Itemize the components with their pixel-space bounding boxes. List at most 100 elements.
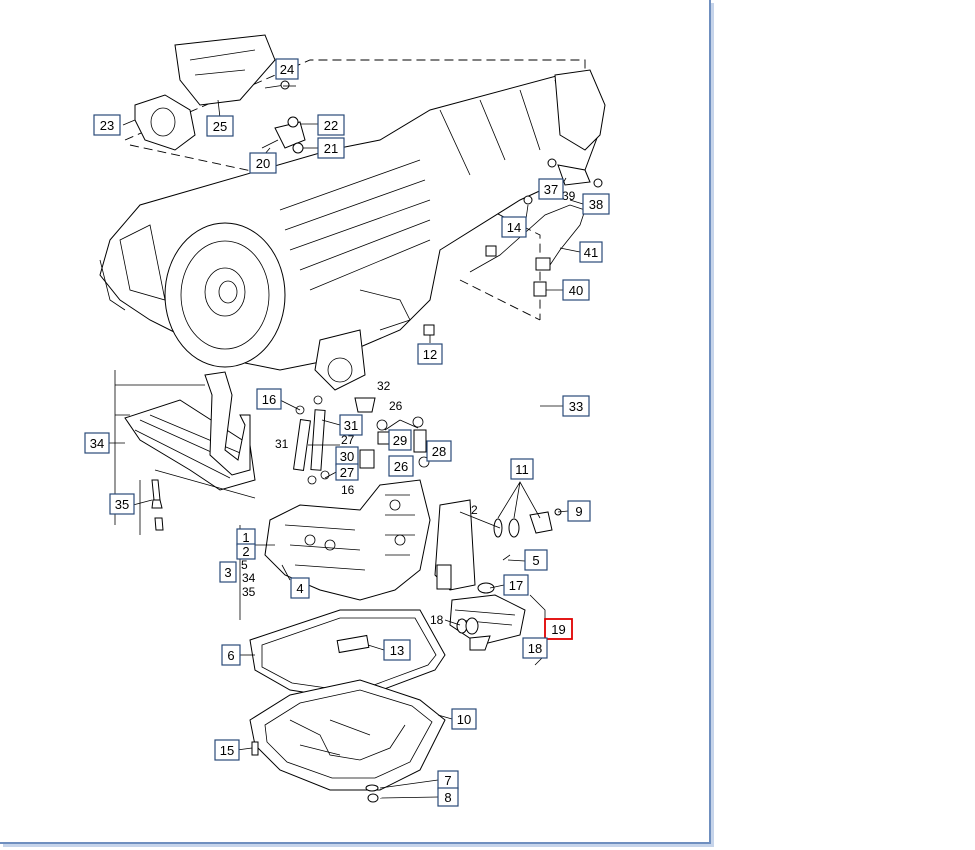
callout-26[interactable]: 26	[388, 455, 414, 477]
blank-margin	[716, 0, 975, 850]
callout-12[interactable]: 12	[417, 343, 443, 365]
svg-text:19: 19	[551, 622, 565, 637]
valve-body	[239, 479, 476, 620]
callout-21[interactable]: 21	[317, 137, 345, 159]
label-31: 31	[275, 437, 289, 451]
svg-text:9: 9	[575, 504, 582, 519]
breather-fittings	[261, 116, 306, 154]
svg-text:30: 30	[340, 449, 354, 464]
svg-text:40: 40	[569, 283, 583, 298]
transmission-housing	[99, 59, 606, 391]
callout-35[interactable]: 35	[109, 493, 135, 515]
oil-pan-gasket	[249, 609, 446, 701]
callout-31[interactable]: 31	[339, 414, 363, 436]
svg-text:10: 10	[457, 712, 471, 727]
label-26: 26	[389, 399, 403, 413]
callout-17[interactable]: 17	[503, 574, 529, 596]
svg-text:7: 7	[444, 773, 451, 788]
svg-text:14: 14	[507, 220, 521, 235]
svg-text:2: 2	[242, 544, 249, 559]
callout-11[interactable]: 11	[510, 458, 534, 480]
bolts-35	[139, 479, 164, 535]
svg-text:8: 8	[444, 790, 451, 805]
callout-3[interactable]: 3	[219, 561, 237, 583]
callout-18[interactable]: 18	[522, 637, 548, 659]
svg-text:33: 33	[569, 399, 583, 414]
speed-sensor-harness	[423, 158, 603, 336]
callout-20[interactable]: 20	[249, 152, 277, 174]
svg-text:25: 25	[213, 119, 227, 134]
label-5: 5	[241, 558, 248, 572]
oil-pan	[249, 679, 446, 803]
callout-4[interactable]: 4	[290, 577, 310, 599]
svg-text:35: 35	[115, 497, 129, 512]
svg-text:26: 26	[394, 459, 408, 474]
callout-37[interactable]: 37	[538, 178, 564, 200]
plain-labels: 32 26 27 31 16 39 2 5 34 35 18	[241, 189, 576, 627]
svg-text:3: 3	[224, 565, 231, 580]
label-27: 27	[341, 433, 355, 447]
svg-text:5: 5	[532, 553, 539, 568]
svg-text:15: 15	[220, 743, 234, 758]
svg-text:37: 37	[544, 182, 558, 197]
callout-5[interactable]: 5	[524, 549, 548, 571]
tubes-16-31	[293, 395, 330, 485]
callout-40[interactable]: 40	[562, 279, 590, 301]
callout-19-highlighted[interactable]: 19	[544, 618, 573, 640]
label-32: 32	[377, 379, 391, 393]
callout-28[interactable]: 28	[426, 440, 452, 462]
callout-33[interactable]: 33	[562, 395, 590, 417]
svg-text:31: 31	[344, 418, 358, 433]
callout-23[interactable]: 23	[93, 114, 121, 136]
callout-30[interactable]: 30	[335, 446, 359, 466]
solenoids-26-30	[354, 397, 430, 469]
svg-text:38: 38	[589, 197, 603, 212]
callout-8[interactable]: 8	[437, 787, 459, 807]
callout-41[interactable]: 41	[579, 241, 603, 263]
callout-6[interactable]: 6	[221, 644, 241, 666]
svg-text:1: 1	[242, 530, 249, 545]
label-16: 16	[341, 483, 355, 497]
svg-text:23: 23	[100, 118, 114, 133]
label-39: 39	[562, 189, 576, 203]
svg-text:22: 22	[324, 118, 338, 133]
callout-27[interactable]: 27	[335, 463, 359, 481]
svg-text:34: 34	[90, 436, 104, 451]
label-35: 35	[242, 585, 256, 599]
callout-9[interactable]: 9	[567, 500, 591, 522]
callout-15[interactable]: 15	[214, 739, 240, 761]
label-34: 34	[242, 571, 256, 585]
svg-text:28: 28	[432, 444, 446, 459]
mount-bracket	[134, 34, 290, 151]
callout-1[interactable]: 1	[236, 528, 256, 546]
svg-text:12: 12	[423, 347, 437, 362]
label-2: 2	[471, 503, 478, 517]
svg-text:11: 11	[515, 462, 529, 477]
svg-text:17: 17	[509, 578, 523, 593]
svg-text:6: 6	[227, 648, 234, 663]
svg-text:24: 24	[280, 62, 294, 77]
svg-text:21: 21	[324, 141, 338, 156]
callout-10[interactable]: 10	[451, 708, 477, 730]
callout-22[interactable]: 22	[317, 114, 345, 136]
callout-14[interactable]: 14	[501, 216, 527, 238]
callout-7[interactable]: 7	[437, 770, 459, 790]
callout-25[interactable]: 25	[206, 115, 234, 137]
callout-38[interactable]: 38	[582, 193, 610, 215]
callout-24[interactable]: 24	[275, 58, 299, 80]
svg-text:4: 4	[296, 581, 303, 596]
svg-text:29: 29	[393, 433, 407, 448]
svg-text:18: 18	[528, 641, 542, 656]
label-18: 18	[430, 613, 444, 627]
callout-2[interactable]: 2	[236, 543, 256, 560]
wiring-carrier	[114, 370, 256, 525]
svg-text:20: 20	[256, 156, 270, 171]
callout-16[interactable]: 16	[256, 388, 282, 410]
callout-34[interactable]: 34	[84, 432, 110, 454]
callout-29[interactable]: 29	[388, 429, 412, 451]
svg-text:41: 41	[584, 245, 598, 260]
callout-13[interactable]: 13	[383, 639, 411, 661]
svg-text:16: 16	[262, 392, 276, 407]
seals-9-11	[493, 481, 562, 538]
